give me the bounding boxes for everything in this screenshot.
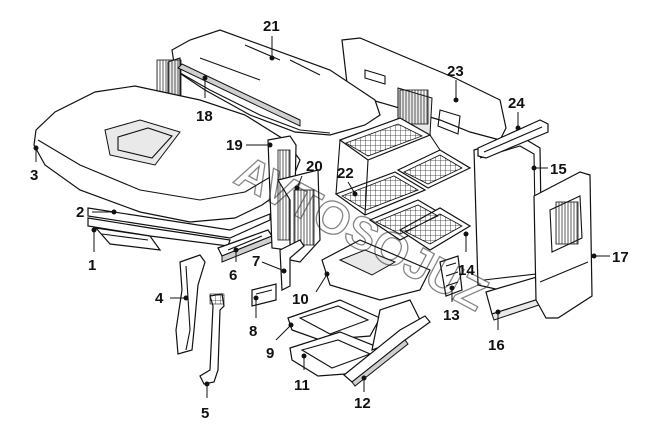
callout-7: 7 [252, 253, 287, 274]
callout-20: 20 [294, 158, 323, 191]
callout-17: 17 [591, 249, 629, 266]
svg-text:3: 3 [30, 167, 38, 184]
svg-text:7: 7 [252, 253, 260, 270]
part-floor-steps [334, 117, 472, 251]
callout-24: 24 [508, 95, 525, 131]
callout-18: 18 [196, 75, 213, 125]
svg-text:9: 9 [266, 345, 274, 362]
svg-text:10: 10 [292, 291, 309, 308]
svg-text:17: 17 [612, 249, 629, 266]
callout-23: 23 [447, 63, 464, 103]
svg-text:22: 22 [337, 165, 354, 182]
svg-text:23: 23 [447, 63, 464, 80]
callout-5: 5 [201, 381, 210, 422]
callout-19: 19 [226, 137, 273, 154]
callout-9: 9 [266, 322, 294, 362]
callout-16: 16 [488, 309, 505, 354]
part-back-partition [341, 37, 507, 141]
callout-22: 22 [337, 165, 358, 197]
svg-text:19: 19 [226, 137, 243, 154]
svg-text:1: 1 [88, 257, 96, 274]
svg-text:12: 12 [354, 395, 371, 412]
part-top-panel [33, 85, 301, 247]
callout-14: 14 [458, 231, 475, 279]
svg-text:8: 8 [249, 323, 257, 340]
part-door-pillar [267, 135, 321, 263]
svg-text:13: 13 [443, 307, 460, 324]
svg-text:18: 18 [196, 108, 213, 125]
svg-text:11: 11 [294, 377, 310, 394]
svg-text:6: 6 [229, 267, 237, 284]
callout-6: 6 [229, 247, 239, 284]
callout-15: 15 [531, 161, 567, 178]
callout-1: 1 [88, 227, 97, 274]
part-small-fittings [251, 239, 305, 307]
part-sill-strip [343, 315, 431, 387]
part-long-bracket [199, 293, 225, 385]
part-rear-door [533, 171, 593, 319]
part-rear-brackets [439, 255, 463, 297]
part-small-bracket [94, 227, 162, 251]
callout-8: 8 [249, 295, 259, 340]
svg-text:4: 4 [155, 290, 164, 307]
svg-text:2: 2 [76, 204, 84, 221]
callout-11: 11 [294, 353, 310, 394]
svg-text:20: 20 [306, 158, 323, 175]
part-roof [156, 29, 381, 136]
svg-text:24: 24 [508, 95, 525, 112]
svg-text:21: 21 [263, 18, 280, 35]
svg-text:15: 15 [550, 161, 567, 178]
svg-text:14: 14 [458, 262, 475, 279]
callout-12: 12 [354, 375, 371, 412]
part-a-pillar [175, 254, 206, 355]
callout-2: 2 [76, 204, 117, 221]
callout-4: 4 [155, 290, 189, 307]
part-roof-rail [177, 63, 301, 127]
callout-10: 10 [292, 271, 330, 308]
svg-text:5: 5 [201, 405, 209, 422]
part-top-rail [477, 119, 549, 159]
callout-3: 3 [30, 145, 39, 184]
callout-13: 13 [443, 285, 460, 324]
part-rear-panel [473, 135, 543, 291]
part-crossmember [217, 229, 273, 263]
callout-21: 21 [263, 18, 280, 61]
svg-text:16: 16 [488, 337, 505, 354]
